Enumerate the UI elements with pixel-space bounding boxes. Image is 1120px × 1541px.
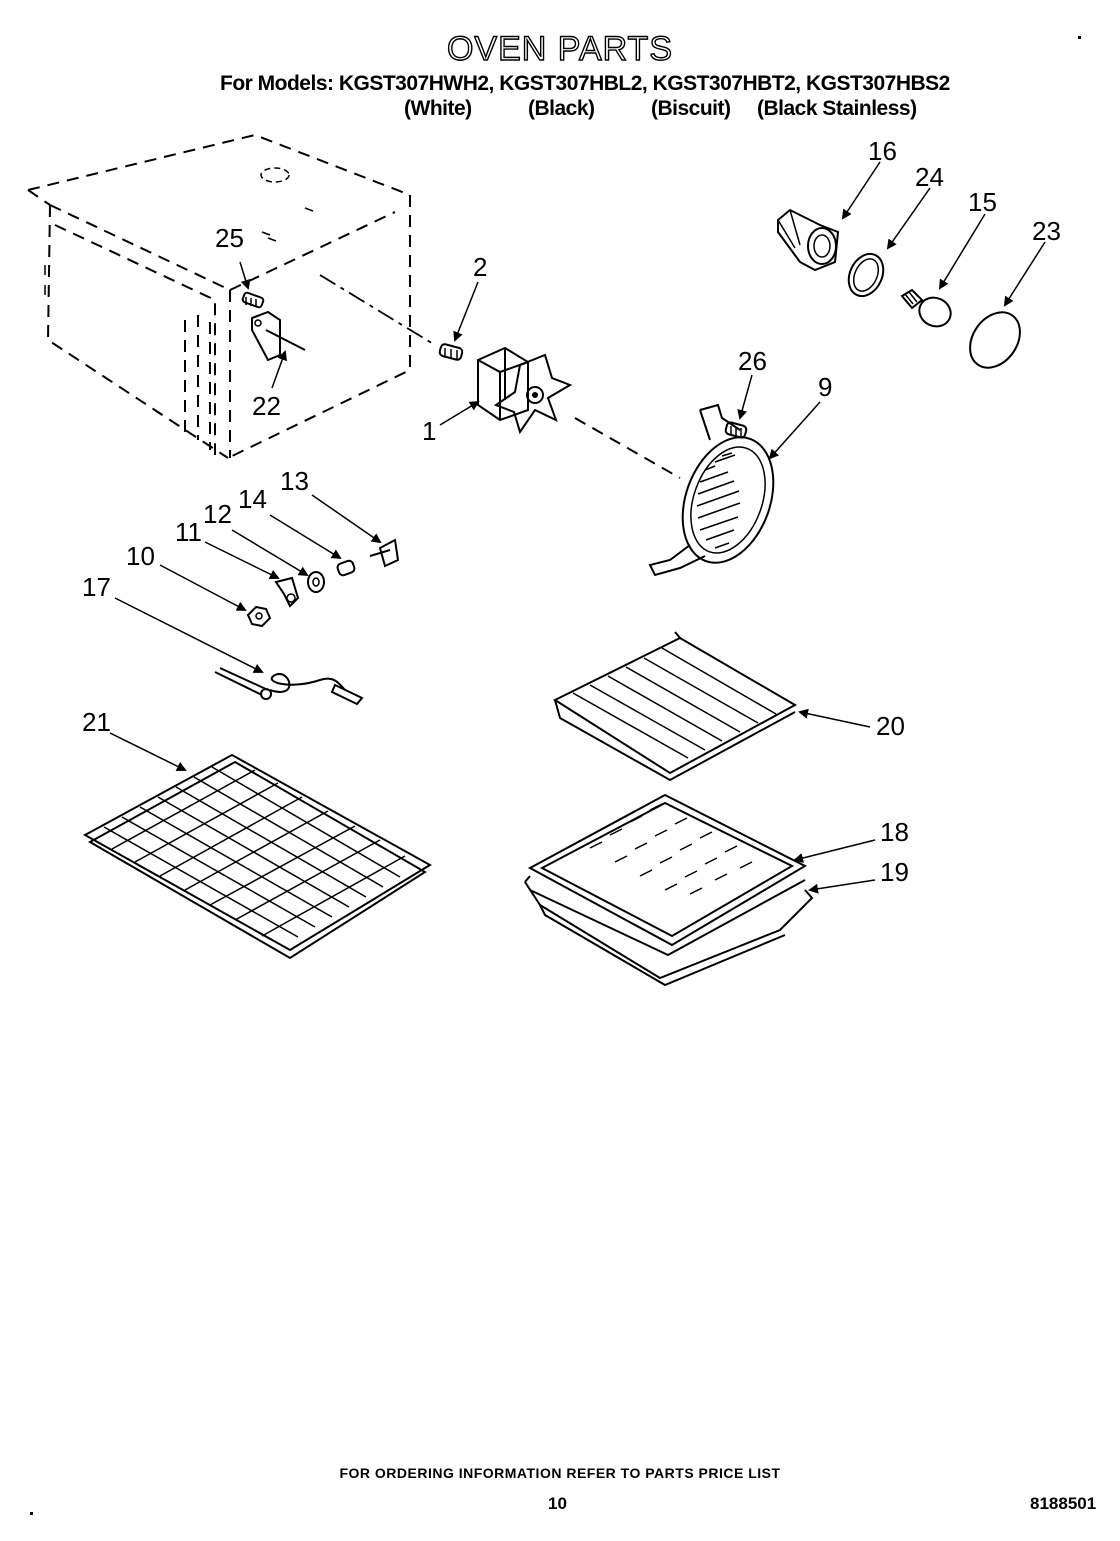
part-10-nut (246, 605, 272, 628)
models-line: For Models: KGST307HWH2, KGST307HBL2, KG… (220, 72, 950, 95)
ordering-note: FOR ORDERING INFORMATION REFER TO PARTS … (339, 1465, 781, 1481)
part-13-clip (369, 538, 400, 568)
part-22-bracket (251, 310, 306, 362)
callout-13: 13 (280, 466, 309, 496)
document-number: 8188501 (1030, 1494, 1097, 1513)
fan-to-cover-guide (574, 417, 681, 479)
part-12-washer (307, 571, 325, 593)
leader-lines (109, 161, 1046, 894)
callout-24: 24 (915, 162, 944, 192)
part-23-lens (969, 311, 1021, 369)
part-1-fan-assembly (477, 346, 573, 435)
callout-1: 1 (422, 416, 436, 446)
page-title: OVEN PARTS (446, 29, 674, 68)
variant-white: (White) (404, 97, 472, 120)
callout-22: 22 (252, 391, 281, 421)
callout-2: 2 (473, 252, 487, 282)
variant-black: (Black) (528, 97, 595, 120)
callout-16: 16 (868, 136, 897, 166)
part-18-broiler-pan-top (527, 793, 808, 947)
corner-mark (30, 1512, 33, 1515)
callout-23: 23 (1032, 216, 1061, 246)
page-number: 10 (548, 1494, 567, 1513)
variant-biscuit: (Biscuit) (651, 97, 731, 120)
part-9-fan-cover (648, 403, 775, 577)
part-26-screw (724, 421, 748, 439)
callout-10: 10 (126, 541, 155, 571)
part-16-light-socket (777, 208, 840, 272)
callout-15: 15 (968, 187, 997, 217)
part-14-spacer (336, 559, 356, 577)
callout-20: 20 (876, 711, 905, 741)
callout-17: 17 (82, 572, 111, 602)
callout-21: 21 (82, 707, 111, 737)
part-20-broiler-grid (552, 631, 798, 782)
callout-19: 19 (880, 857, 909, 887)
part-15-bulb (900, 288, 952, 328)
callout-14: 14 (238, 484, 267, 514)
part-11-bracket (274, 576, 300, 608)
oven-cavity-outline (27, 133, 436, 459)
part-2-screw (438, 343, 464, 361)
part-24-gasket (847, 252, 885, 298)
part-21-oven-rack (82, 753, 432, 960)
part-25-screw (241, 291, 265, 309)
variant-black-stainless: (Black Stainless) (757, 97, 917, 120)
callout-18: 18 (880, 817, 909, 847)
part-17-probe (214, 667, 364, 706)
callout-9: 9 (818, 372, 832, 402)
callout-12: 12 (203, 499, 232, 529)
callout-11: 11 (175, 517, 202, 547)
callout-26: 26 (738, 346, 767, 376)
callout-25: 25 (215, 223, 244, 253)
part-19-broiler-pan-bottom (524, 875, 814, 987)
corner-mark (1078, 36, 1081, 39)
